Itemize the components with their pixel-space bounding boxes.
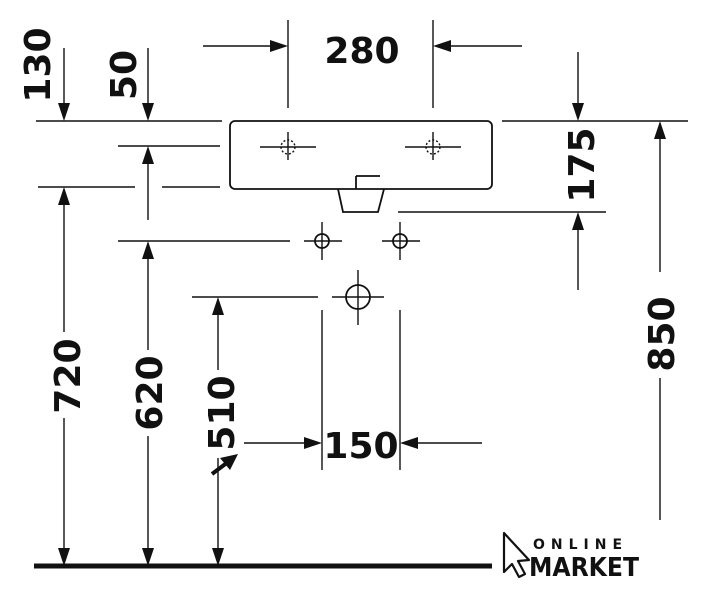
online-market-logo: ONLINE MARKET xyxy=(502,531,639,583)
dim-620-label: 620 xyxy=(130,355,171,430)
cursor-icon xyxy=(502,531,531,579)
basin-outlet xyxy=(337,188,385,213)
basin-outline xyxy=(229,120,493,190)
dim-280-label: 280 xyxy=(324,31,399,72)
tap-hole-right xyxy=(405,132,461,160)
waste-connection xyxy=(332,270,384,325)
dim-510-arrows xyxy=(212,297,224,566)
dim-130-arrow xyxy=(58,48,70,121)
extension-lines xyxy=(36,20,688,470)
dim-510-label: 510 xyxy=(202,375,243,450)
supply-connection-left xyxy=(304,222,342,260)
dim-150-arrows xyxy=(244,437,482,449)
dim-50-arrows xyxy=(142,48,154,220)
dim-175-arrows xyxy=(572,52,584,290)
dim-175-label: 175 xyxy=(562,127,603,202)
pointer-arrow-icon xyxy=(210,454,238,476)
dim-280-arrows xyxy=(203,40,522,52)
dim-620-arrows xyxy=(142,241,154,566)
supply-connection-right xyxy=(382,222,420,260)
dim-720-arrows xyxy=(58,187,70,566)
dim-720-label: 720 xyxy=(48,338,89,413)
dim-850-arrows xyxy=(654,121,666,520)
logo-line2: MARKET xyxy=(529,553,639,583)
dim-130-label: 130 xyxy=(18,27,59,102)
dim-850-label: 850 xyxy=(642,296,683,371)
dim-150-label: 150 xyxy=(323,426,398,467)
logo-line1: ONLINE xyxy=(533,537,628,553)
tap-hole-left xyxy=(260,132,316,160)
dim-50-label: 50 xyxy=(104,50,145,100)
